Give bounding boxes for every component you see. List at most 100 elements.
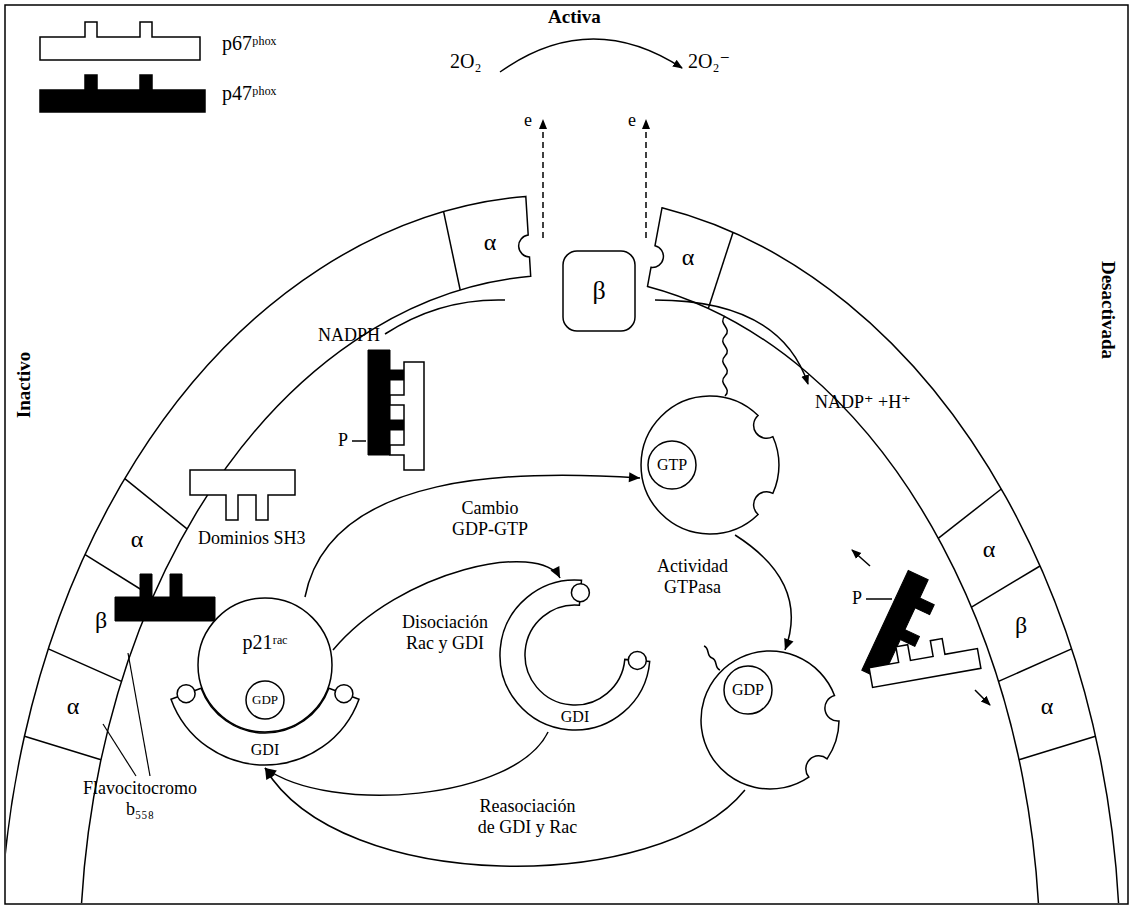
nucleotide-circle — [648, 441, 696, 489]
electron-arrow — [542, 120, 544, 238]
text-label: e — [628, 110, 636, 131]
membrane-dividers — [25, 212, 1096, 760]
node-label: GTP — [657, 456, 687, 474]
arrowhead — [784, 638, 793, 650]
membrane-subunit: β — [81, 600, 121, 640]
divider — [938, 489, 1001, 538]
p47-bar — [115, 574, 215, 621]
text-label: Inactivo — [13, 352, 35, 419]
arrowhead — [629, 472, 640, 482]
divider — [444, 212, 461, 290]
node-label: α — [1041, 693, 1054, 719]
arrowhead — [551, 566, 561, 578]
node-label: GDI — [251, 741, 279, 759]
text-label: Flavocitocromo b₅₅₈ — [70, 778, 210, 819]
gdi-protein: GDI — [160, 684, 370, 768]
release-arrow — [975, 690, 990, 705]
node-label: GDI — [561, 708, 589, 726]
membrane-subunit: β — [562, 250, 636, 332]
p67-bar — [190, 470, 295, 520]
rac-protein: p21ʳᵃᶜGDP — [197, 597, 333, 733]
nadp-arrow — [655, 300, 808, 384]
text-label: P — [852, 588, 862, 609]
gdi-protein: GDI — [498, 578, 652, 732]
shape-outline — [700, 650, 840, 790]
protein-circle — [701, 651, 839, 789]
divider — [25, 736, 102, 759]
membrane — [6, 196, 1120, 903]
lipid-knob — [628, 651, 646, 669]
oxygen-arrow — [500, 39, 682, 72]
membrane-subunit: α — [117, 519, 157, 559]
lipid-tail — [704, 646, 720, 670]
membrane-subunit: α — [668, 237, 708, 277]
node-label: α — [484, 229, 497, 255]
electron-arrow — [645, 120, 647, 238]
edge-label: Actividad GTPasa — [645, 556, 740, 597]
rounded-box — [563, 251, 635, 331]
text-label: Desactivada — [1097, 261, 1119, 359]
connector-line — [735, 535, 791, 650]
phosphate-dash — [866, 598, 892, 600]
node-label: p21ʳᵃᶜ — [243, 631, 288, 653]
membrane-subunit: α — [1027, 686, 1067, 726]
crescent-shape — [171, 688, 359, 765]
crescent-shape — [500, 580, 650, 730]
node-label: α — [131, 526, 144, 552]
cycle-arrow — [305, 472, 640, 597]
legend-label: p47ᵖʰᵒˣ — [222, 82, 276, 105]
text-label: 2O₂⁻ — [688, 50, 730, 73]
connector-line — [305, 475, 640, 597]
membrane-subunit: α — [470, 222, 510, 262]
divider — [125, 479, 187, 529]
text-label: NADPH — [318, 325, 380, 346]
text-label: Activa — [548, 6, 601, 28]
node-label: β — [592, 277, 605, 306]
divider — [1019, 736, 1096, 759]
arrowhead — [265, 768, 277, 778]
node-label: α — [682, 244, 695, 270]
p47-sample — [40, 75, 205, 112]
protein-circle — [641, 396, 779, 534]
text-label: Dominios SH3 — [198, 528, 306, 549]
p67-bar — [866, 633, 981, 688]
cycle-arrow — [265, 768, 745, 866]
edge-label: Cambio GDP-GTP — [445, 498, 535, 539]
text-label: 2O₂ — [450, 50, 481, 73]
gdp-molecule: GDP — [245, 680, 285, 720]
cycle-arrow — [735, 535, 793, 650]
membrane-subunit: α — [53, 686, 93, 726]
leader-line — [128, 653, 150, 776]
node-label: α — [983, 536, 996, 562]
divider — [999, 649, 1072, 682]
leader-line — [103, 724, 136, 776]
release-arrow — [852, 550, 870, 566]
protein-circle — [246, 681, 284, 719]
connector-line — [265, 768, 745, 866]
membrane-subunit: β — [1001, 605, 1041, 645]
lipid-tail — [723, 316, 728, 396]
lipid-knob — [335, 685, 353, 703]
divider — [972, 566, 1041, 607]
rac-protein: GDP — [700, 650, 840, 790]
lipid-knob — [571, 584, 589, 602]
nadph-curve — [385, 300, 505, 334]
nucleotide-circle — [724, 666, 772, 714]
node-label: β — [95, 607, 107, 633]
legend-label: p67ᵖʰᵒˣ — [222, 32, 276, 55]
membrane-band — [6, 196, 531, 903]
p67-sample — [40, 22, 200, 60]
text-label: NADP⁺ +H⁺ — [815, 392, 911, 413]
node-label: α — [67, 693, 80, 719]
edge-label: Reasociación de GDI y Rac — [470, 796, 585, 837]
rac-protein: GTP — [640, 395, 780, 535]
membrane-subunit: α — [969, 529, 1009, 569]
node-label: β — [1015, 612, 1027, 638]
node-label: GDP — [732, 681, 764, 699]
p67-bar — [866, 633, 981, 688]
divider — [48, 649, 121, 682]
lipid-knob — [177, 685, 195, 703]
